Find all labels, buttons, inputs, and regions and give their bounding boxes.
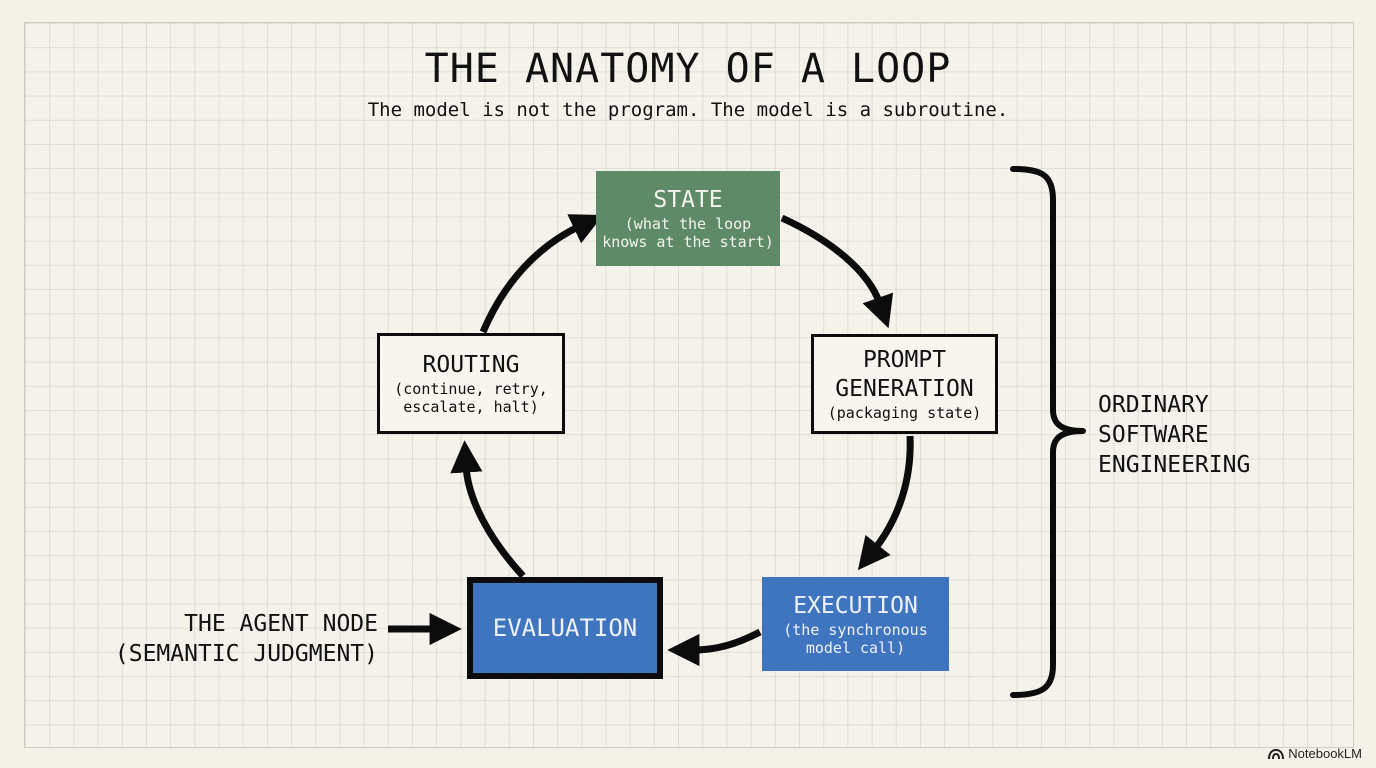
bracket-label: ORDINARY SOFTWARE ENGINEERING <box>1098 390 1250 480</box>
bracket-label-line2: SOFTWARE <box>1098 422 1209 448</box>
state-node: STATE (what the loop knows at the start) <box>596 171 780 266</box>
notebooklm-icon <box>1268 748 1285 759</box>
routing-node-desc-line2: escalate, halt) <box>403 398 539 416</box>
grid-background <box>24 22 1354 748</box>
execution-node-title: EXECUTION <box>793 592 918 619</box>
arrow-state-to-prompt <box>780 214 894 329</box>
state-node-title: STATE <box>653 187 723 213</box>
arrow-execution-to-evaluation <box>667 628 762 667</box>
execution-node-desc-line2: model call) <box>805 638 906 657</box>
prompt-node-title-line1: PROMPT <box>862 347 947 373</box>
prompt-generation-node: PROMPT GENERATION (packaging state) <box>811 334 998 434</box>
page-subtitle: The model is not the program. The model … <box>367 99 1009 121</box>
evaluation-node: EVALUATION <box>467 577 663 679</box>
agent-label-line1: THE AGENT NODE <box>184 611 378 637</box>
routing-node-desc-line1: (continue, retry, <box>394 380 548 398</box>
bracket-label-line3: ENGINEERING <box>1098 452 1251 478</box>
execution-node-desc-line1: (the synchronous <box>783 620 928 639</box>
watermark: NotebookLM <box>1268 746 1362 761</box>
agent-label-line2: (SEMANTIC JUDGMENT) <box>114 641 378 667</box>
arrow-evaluation-to-routing <box>450 440 526 579</box>
watermark-text: NotebookLM <box>1288 746 1362 761</box>
execution-node: EXECUTION (the synchronous model call) <box>762 577 949 671</box>
state-node-desc-line1: (what the loop <box>624 215 752 233</box>
routing-node: ROUTING (continue, retry, escalate, halt… <box>377 333 565 434</box>
curly-bracket <box>1010 166 1086 698</box>
evaluation-node-title: EVALUATION <box>492 613 638 642</box>
prompt-node-desc: (packaging state) <box>827 404 982 422</box>
arrow-routing-to-state <box>479 214 604 334</box>
routing-node-title: ROUTING <box>422 352 520 378</box>
agent-node-label: THE AGENT NODE (SEMANTIC JUDGMENT) <box>115 609 378 669</box>
page-title: THE ANATOMY OF A LOOP <box>424 46 952 92</box>
arrow-prompt-to-execution <box>857 435 914 571</box>
state-node-desc-line2: knows at the start) <box>602 233 774 251</box>
bracket-label-line1: ORDINARY <box>1098 392 1209 418</box>
prompt-node-title-line2: GENERATION <box>835 376 974 402</box>
